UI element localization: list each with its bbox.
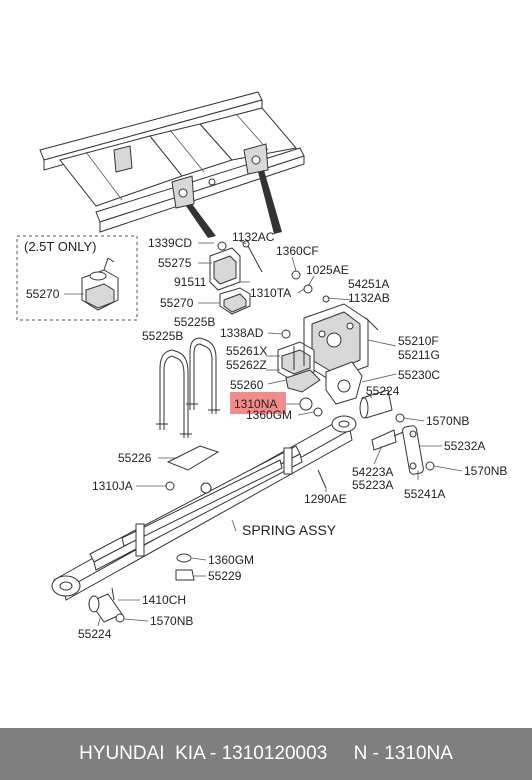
inset-box: (2.5T ONLY) 55270 bbox=[16, 235, 138, 321]
label-54251A: 54251A bbox=[348, 277, 389, 291]
axle-seat bbox=[277, 329, 321, 393]
label-1310NA: 1310NA bbox=[234, 397, 277, 411]
upper-brackets bbox=[209, 240, 330, 315]
inset-title: (2.5T ONLY) bbox=[24, 239, 96, 254]
label-55225B-left: 55225B bbox=[142, 329, 183, 343]
label-1339CD: 1339CD bbox=[148, 236, 192, 250]
label-1360CF: 1360CF bbox=[276, 244, 319, 258]
label-55230C: 55230C bbox=[398, 368, 440, 382]
label-55275: 55275 bbox=[158, 256, 192, 270]
label-1360GM-top: 1360GM bbox=[246, 408, 292, 422]
label-55232A: 55232A bbox=[444, 439, 485, 453]
label-55211G: 55211G bbox=[398, 348, 440, 362]
label-1360GM-bottom: 1360GM bbox=[208, 553, 254, 567]
label-55261X: 55261X bbox=[226, 344, 267, 358]
label-1132AB: 1132AB bbox=[348, 291, 390, 305]
leader-lines bbox=[97, 240, 463, 627]
label-55260: 55260 bbox=[230, 378, 264, 392]
label-91511: 91511 bbox=[174, 275, 207, 289]
part-number-footer: HYUNDAI KIA - 1310120003 N - 1310NA bbox=[0, 728, 532, 780]
label-1570NB-mid: 1570NB bbox=[464, 464, 507, 478]
label-54223A: 54223A bbox=[352, 465, 393, 479]
label-55224-top: 55224 bbox=[366, 384, 400, 398]
label-1410CH: 1410CH bbox=[142, 593, 186, 607]
label-1132AC: 1132AC bbox=[232, 230, 275, 244]
label-55223A: 55223A bbox=[352, 478, 393, 492]
label-55229: 55229 bbox=[208, 569, 242, 583]
label-55210F: 55210F bbox=[398, 334, 439, 348]
label-1570NB-bottom: 1570NB bbox=[150, 614, 193, 628]
label-1310JA: 1310JA bbox=[92, 479, 133, 493]
label-1290AE: 1290AE bbox=[304, 492, 347, 506]
footer-text: HYUNDAI KIA - 1310120003 N - 1310NA bbox=[79, 743, 453, 764]
label-1025AE: 1025AE bbox=[306, 263, 349, 277]
label-55241A: 55241A bbox=[404, 487, 445, 501]
label-55225B-right: 55225B bbox=[174, 315, 215, 329]
rear-suspension-diagram: (2.5T ONLY) 55270 bbox=[16, 91, 507, 641]
label-55226: 55226 bbox=[118, 451, 152, 465]
label-1570NB-top: 1570NB bbox=[426, 414, 469, 428]
label-55262Z: 55262Z bbox=[226, 358, 267, 372]
label-spring-assy: SPRING ASSY bbox=[242, 522, 337, 538]
label-55270-inset: 55270 bbox=[26, 287, 60, 301]
label-55224-bottom: 55224 bbox=[78, 627, 112, 641]
label-1310TA: 1310TA bbox=[250, 286, 291, 300]
part-labels: 1339CD 1132AC 55275 1360CF 1025AE 91511 … bbox=[78, 230, 507, 641]
label-55270: 55270 bbox=[160, 296, 194, 310]
highlight-1310NA bbox=[230, 392, 286, 414]
u-bolts bbox=[156, 337, 220, 438]
chassis-frame bbox=[39, 91, 305, 238]
label-1338AD: 1338AD bbox=[220, 326, 264, 340]
leaf-spring bbox=[51, 415, 357, 601]
shackle-hanger bbox=[303, 303, 379, 405]
pins-bolts bbox=[88, 389, 435, 623]
